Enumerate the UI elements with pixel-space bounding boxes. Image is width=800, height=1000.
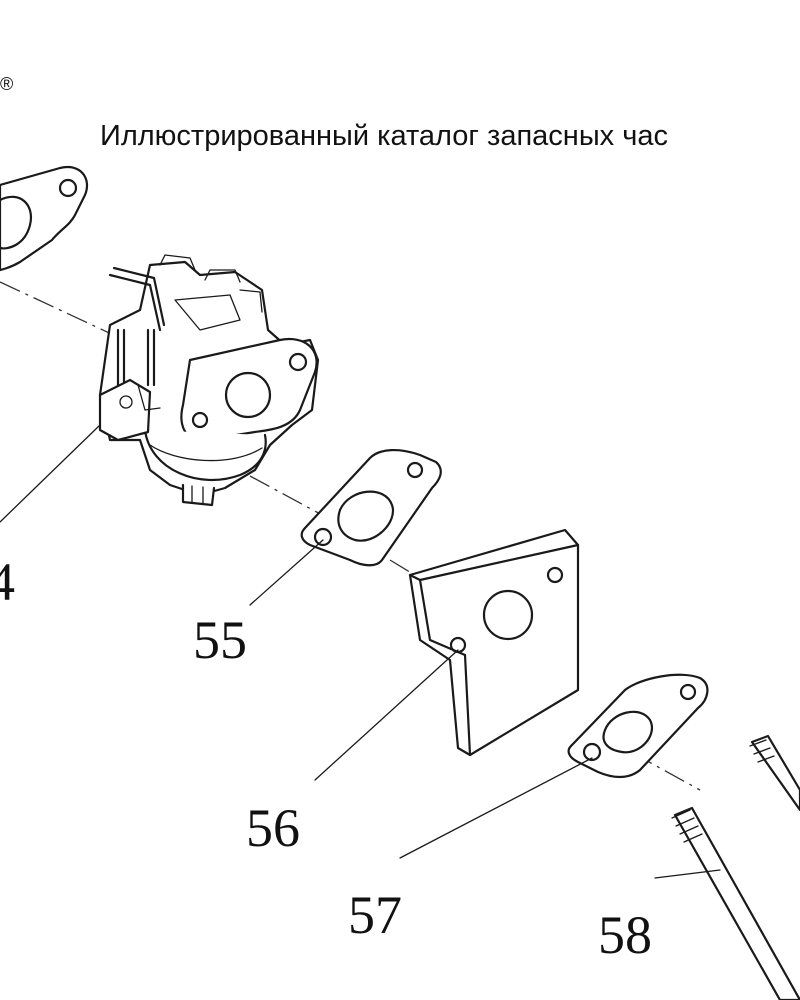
part-number-56: 56 [246, 798, 300, 858]
leader-line-55 [249, 539, 324, 606]
part-number-58: 58 [598, 905, 652, 965]
leader-line-54 [0, 424, 101, 523]
part-number-55: 55 [193, 610, 247, 670]
stud-bolt-58-shape [671, 734, 800, 1000]
top-gasket-shape [0, 165, 88, 272]
heat-shield-plate-56-shape [408, 528, 580, 757]
part-number-57: 57 [348, 885, 402, 945]
leader-line-58 [654, 869, 721, 879]
assembly-axis-line [0, 281, 701, 791]
registered-trademark-mark: ® [0, 74, 14, 94]
carburetor-assembly-shape [98, 254, 320, 507]
gasket-55-shape [300, 449, 442, 567]
part-number-54: 4 [0, 552, 15, 612]
leader-line-57 [399, 757, 593, 859]
gasket-57-shape [567, 673, 709, 779]
page-title: Иллюстрированный каталог запасных час [100, 120, 668, 152]
leader-line-56 [314, 649, 459, 781]
